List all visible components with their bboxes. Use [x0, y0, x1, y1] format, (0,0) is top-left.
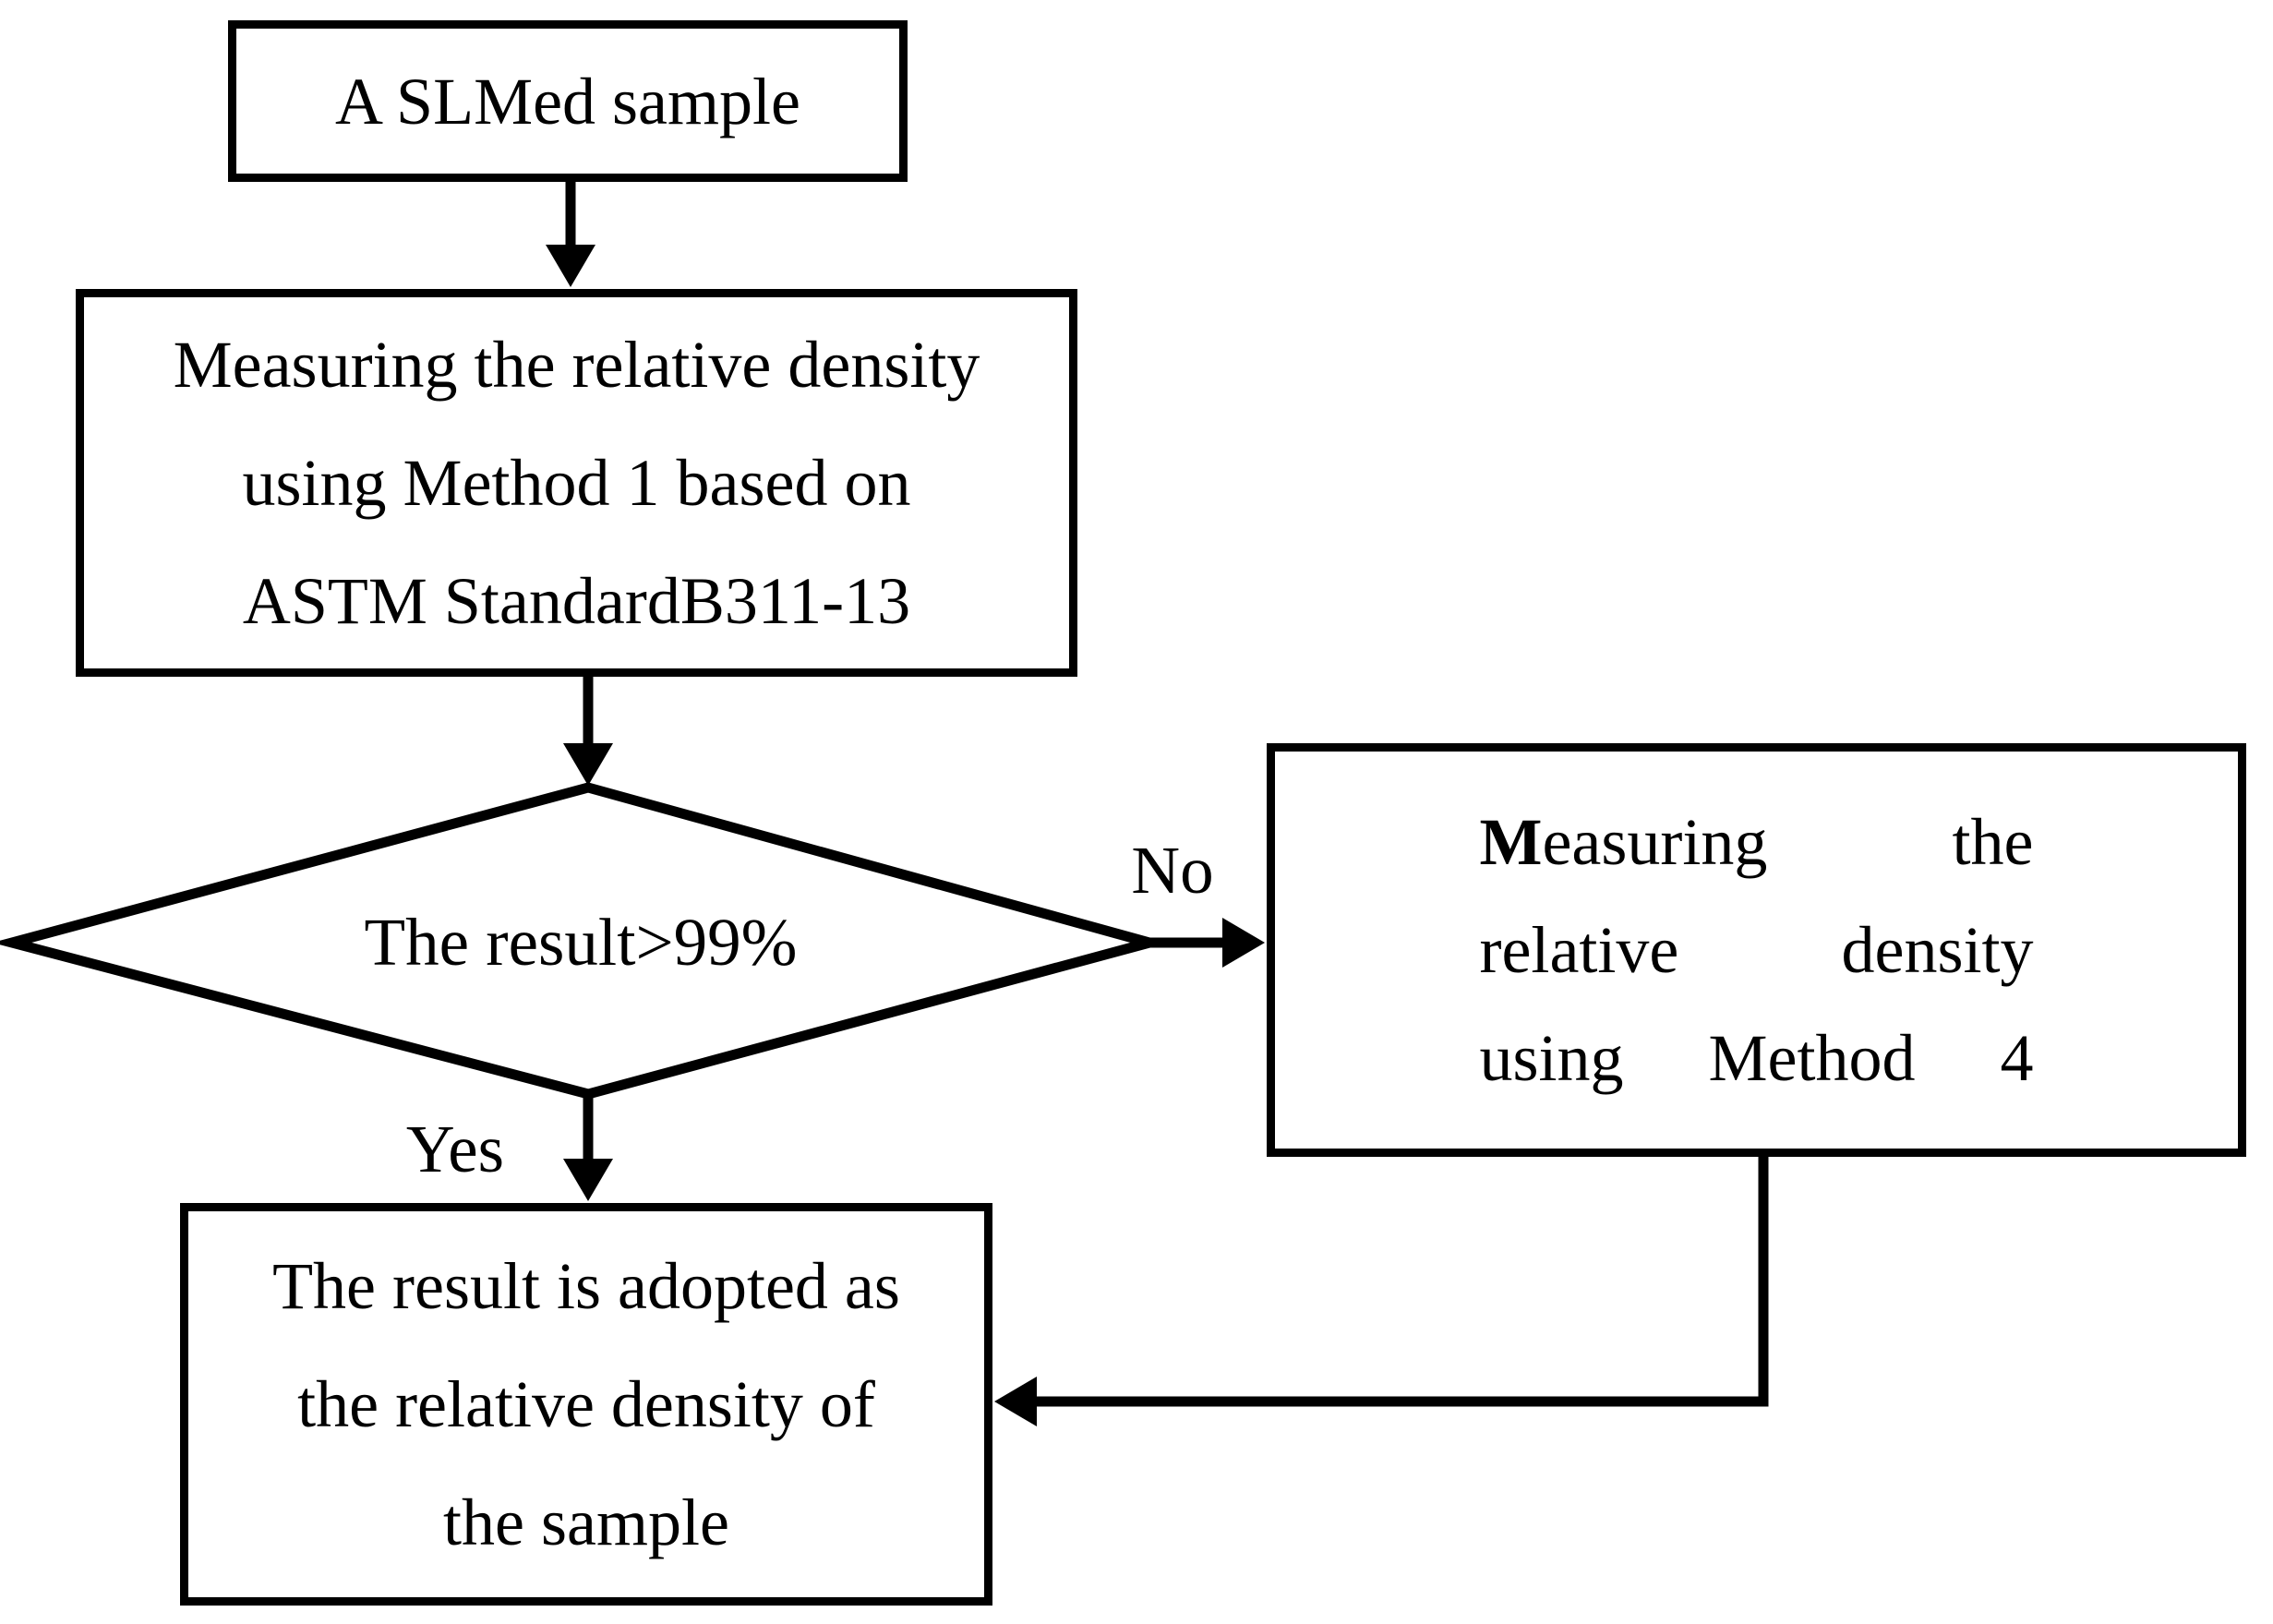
method4-word-using: using	[1479, 1020, 1624, 1095]
result-box-line3: the sample	[443, 1486, 729, 1559]
method4-word-density: density	[1841, 912, 2034, 987]
arrow-method4-to-result-line	[1035, 1157, 1769, 1407]
method1-box-line2: using Method 1 based on	[242, 446, 911, 520]
start-box: A SLMed sample	[228, 20, 908, 182]
method4-box-line1: Measuring the	[1480, 788, 2034, 896]
method4-box-line3: using Method 4	[1480, 1004, 2034, 1113]
edge-label-yes: Yes	[405, 1112, 505, 1186]
arrow-yes-head	[563, 1159, 613, 1201]
method1-box: Measuring the relative density using Met…	[76, 289, 1077, 677]
method4-word-measuring: Measuring	[1479, 804, 1768, 879]
arrow-method1-to-diamond-head	[563, 743, 613, 786]
method4-word-method: Method	[1708, 1020, 1916, 1095]
method4-box-line2: relative density	[1480, 896, 2034, 1004]
method1-box-line3: ASTM StandardB311-13	[242, 564, 911, 638]
method4-bold-m: M	[1479, 804, 1543, 879]
arrow-start-to-method1-head	[546, 245, 595, 287]
method4-word-relative: relative	[1479, 912, 1679, 987]
method4-word-4: 4	[2000, 1020, 2034, 1095]
result-box: The result is adopted as the relative de…	[180, 1203, 992, 1606]
method1-box-line1: Measuring the relative density	[173, 328, 980, 402]
edge-label-no: No	[1131, 832, 1214, 908]
arrow-no-head	[1222, 918, 1265, 968]
result-box-line1: The result is adopted as	[272, 1249, 900, 1323]
method4-box-text: Measuring the relative density using Met…	[1480, 788, 2034, 1113]
method4-word-the: the	[1952, 804, 2034, 879]
result-box-line2: the relative density of	[297, 1367, 875, 1441]
arrow-method4-to-result-head	[994, 1377, 1037, 1426]
start-box-label: A SLMed sample	[335, 64, 800, 138]
decision-diamond-label: The result>99%	[364, 905, 798, 980]
method4-box: Measuring the relative density using Met…	[1267, 743, 2246, 1157]
